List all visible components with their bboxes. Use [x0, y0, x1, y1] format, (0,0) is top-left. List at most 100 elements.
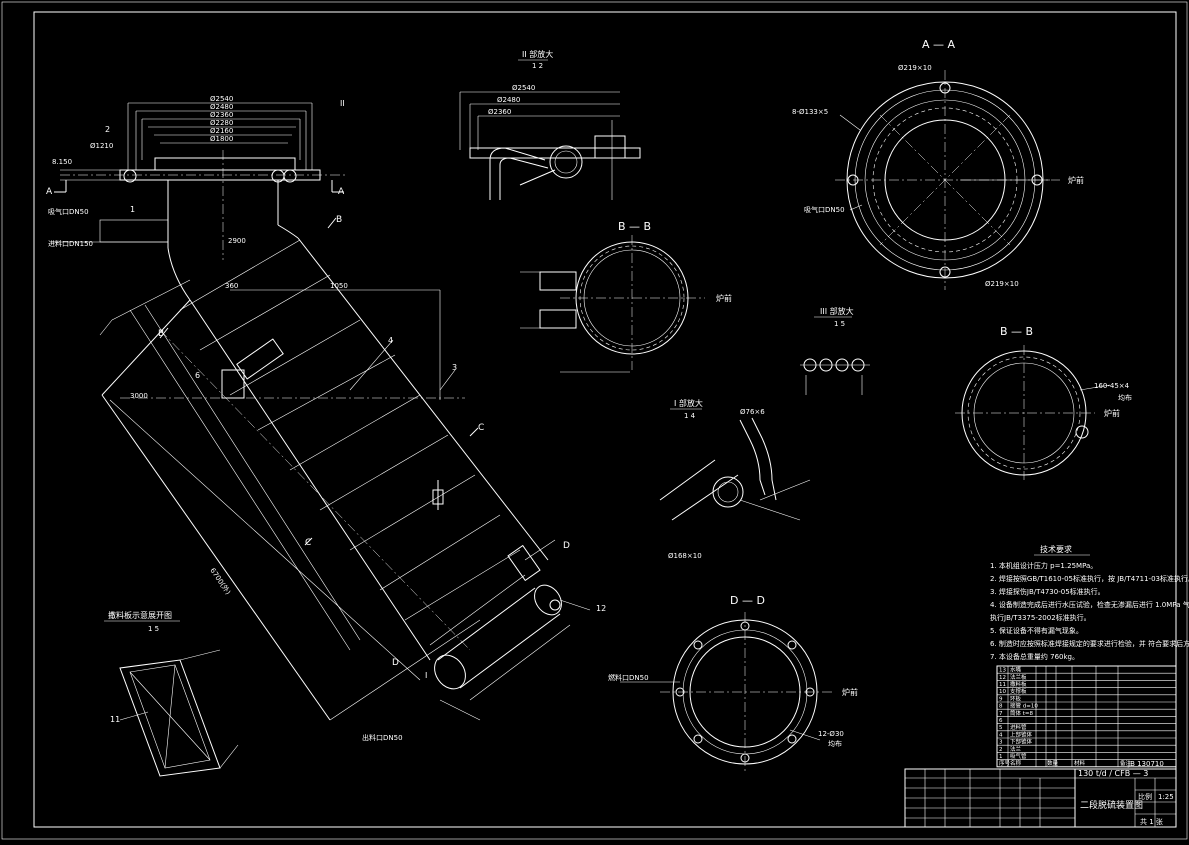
bb2-direction: 炉前: [1104, 408, 1120, 418]
label-C-right: C: [478, 423, 484, 433]
bom-row-name: 上部锥体: [1010, 730, 1033, 738]
bom-row-no: 7: [999, 711, 1003, 717]
section-AA-title: A — A: [922, 38, 956, 51]
leader-4: 4: [388, 336, 393, 345]
section-BB-right: B — B 炉前 160-45×4 均布: [955, 325, 1132, 480]
tech-item-8: 7. 本设备总重量约 760kg。: [990, 652, 1079, 661]
plate-leader: 11: [110, 715, 120, 724]
bom-row-no: 6: [999, 718, 1003, 724]
label-D-1: D: [563, 541, 570, 551]
aa-note: 8-Ø133×5: [792, 108, 828, 116]
aa-dim1: Ø219×10: [898, 64, 932, 72]
bom-row-no: 13: [999, 668, 1006, 674]
d1-dim2: Ø76×6: [740, 408, 765, 416]
detail-I: I 部放大 1 4 Ø168×10 Ø76×6: [659, 398, 811, 560]
dim-1050: 1050: [330, 282, 348, 290]
dim-360: 360: [225, 282, 238, 290]
leader-I: I: [425, 671, 427, 680]
aa-dim2: Ø219×10: [985, 280, 1019, 288]
tech-item-4: 4. 设备制造完成后进行水压试验，检查无渗漏后进行 1.0MPa 气密试验，: [990, 600, 1189, 609]
leader-12: 12: [596, 604, 606, 613]
bom-row-name: 下部锥体: [1010, 738, 1033, 746]
bom-row-name: 接管 d=10: [1010, 702, 1038, 710]
bom-row-no: 4: [999, 732, 1003, 738]
label-B-top: B: [336, 215, 342, 225]
bom-row-name: 吸气管: [1010, 752, 1027, 760]
bom-row-no: 9: [999, 696, 1003, 702]
svg-text:Ø2280: Ø2280: [210, 119, 233, 127]
scatter-plate-view: 撒料板示意展开图 1 5 11: [104, 610, 239, 777]
bom-row-no: 1: [999, 754, 1003, 760]
title-project: 130 t/d / CFB — 3: [1078, 769, 1148, 778]
svg-text:Ø2480: Ø2480: [497, 96, 520, 104]
svg-text:Ø2360: Ø2360: [488, 108, 511, 116]
detail-III: III 部放大 1 5: [800, 306, 870, 395]
title-drawing-name: 二段脱硫装置图: [1080, 799, 1143, 811]
bom-row-name: 支撑板: [1010, 687, 1027, 695]
bom-row-name: 筒体 t=8: [1010, 709, 1034, 717]
bom-header-cell: 材料: [1074, 759, 1086, 767]
detail-II: II 部放大 1 2 Ø2540 Ø2480 Ø2360: [459, 49, 641, 200]
bom-row-no: 12: [999, 675, 1006, 681]
pipe-label3: 进料口DN150: [48, 239, 93, 248]
d1-dim: Ø168×10: [668, 552, 702, 560]
svg-text:Ø2480: Ø2480: [210, 103, 233, 111]
tech-item-5: 执行JB/T3375-2002标准执行。: [990, 613, 1091, 622]
bom-row-name: 水嘴: [1010, 666, 1022, 674]
tech-title: 技术要求: [1040, 544, 1072, 554]
pipe-label2: 出料口DN50: [362, 733, 403, 742]
svg-text:Ø2160: Ø2160: [210, 127, 233, 135]
bom-row-no: 10: [999, 689, 1006, 695]
dim-1210: Ø1210: [90, 142, 113, 150]
leader-6: 6: [195, 371, 200, 380]
aa-direction: 炉前: [1068, 175, 1084, 185]
bom-row-name: 法兰: [1010, 745, 1022, 753]
tech-item-6: 5. 保证设备不得有漏气现象。: [990, 626, 1083, 635]
tech-item-3: 3. 焊接探伤JB/T4730-05标准执行。: [990, 587, 1105, 596]
dd-direction: 炉前: [842, 687, 858, 697]
dim-6700: 6700(外): [208, 566, 233, 596]
bom-row-name: 环板: [1010, 694, 1022, 702]
svg-text:Ø2540: Ø2540: [210, 95, 233, 103]
detail-III-title: III 部放大: [820, 306, 854, 316]
plate-scale: 1 5: [148, 625, 159, 633]
bb1-direction: 炉前: [716, 293, 732, 303]
title-sheet: 共 1 张: [1140, 817, 1163, 826]
bom-row-no: 11: [999, 682, 1006, 688]
section-BB2-title: B — B: [1000, 325, 1033, 338]
dd-pipe: 燃料口DN50: [608, 673, 649, 682]
label-A-left: A: [46, 187, 53, 197]
section-BB1-title: B — B: [618, 220, 651, 233]
detail-II-scale: 1 2: [532, 62, 543, 70]
label-B-left: B: [158, 329, 164, 339]
tech-item-7: 6. 制造时应按照标准焊接规定的要求进行检验，并 符合要求后方可出厂。: [990, 639, 1189, 648]
bom-row-name: 法兰板: [1010, 673, 1027, 681]
bom-row-name: 进料管: [1010, 723, 1027, 731]
bb2-note: 160-45×4: [1094, 382, 1130, 390]
bom-row-no: 2: [999, 747, 1003, 753]
bom-row-name: 撒料板: [1010, 680, 1027, 688]
bom-header-cell: 名称: [1010, 759, 1022, 767]
tech-item-1: 1. 本机组设计压力 p=1.25MPa。: [990, 561, 1097, 570]
dim-2900: 2900: [228, 237, 246, 245]
inner-border: [33, 11, 1177, 828]
detail-III-scale: 1 5: [834, 320, 845, 328]
detail-II-title: II 部放大: [522, 49, 553, 59]
level-mark: 8.150: [52, 158, 72, 166]
dd-note2: 均布: [828, 739, 842, 748]
detail-I-scale: 1 4: [684, 412, 696, 420]
bom-row-no: 3: [999, 740, 1003, 746]
section-BB-middle: B — B 炉前: [520, 220, 732, 373]
svg-text:Ø1800: Ø1800: [210, 135, 233, 143]
svg-text:Ø2540: Ø2540: [512, 84, 535, 92]
svg-text:Ø2360: Ø2360: [210, 111, 233, 119]
title-block: 130 t/d / CFB — 3 二段脱硫装置图 比例 1:25 共 1 张 …: [904, 760, 1177, 828]
detail-I-title: I 部放大: [674, 398, 703, 408]
label-D-2: D: [392, 658, 399, 668]
bom-header-cell: 序号: [999, 759, 1011, 767]
label-C-left: C: [305, 538, 311, 548]
bom-row-no: 8: [999, 704, 1003, 710]
